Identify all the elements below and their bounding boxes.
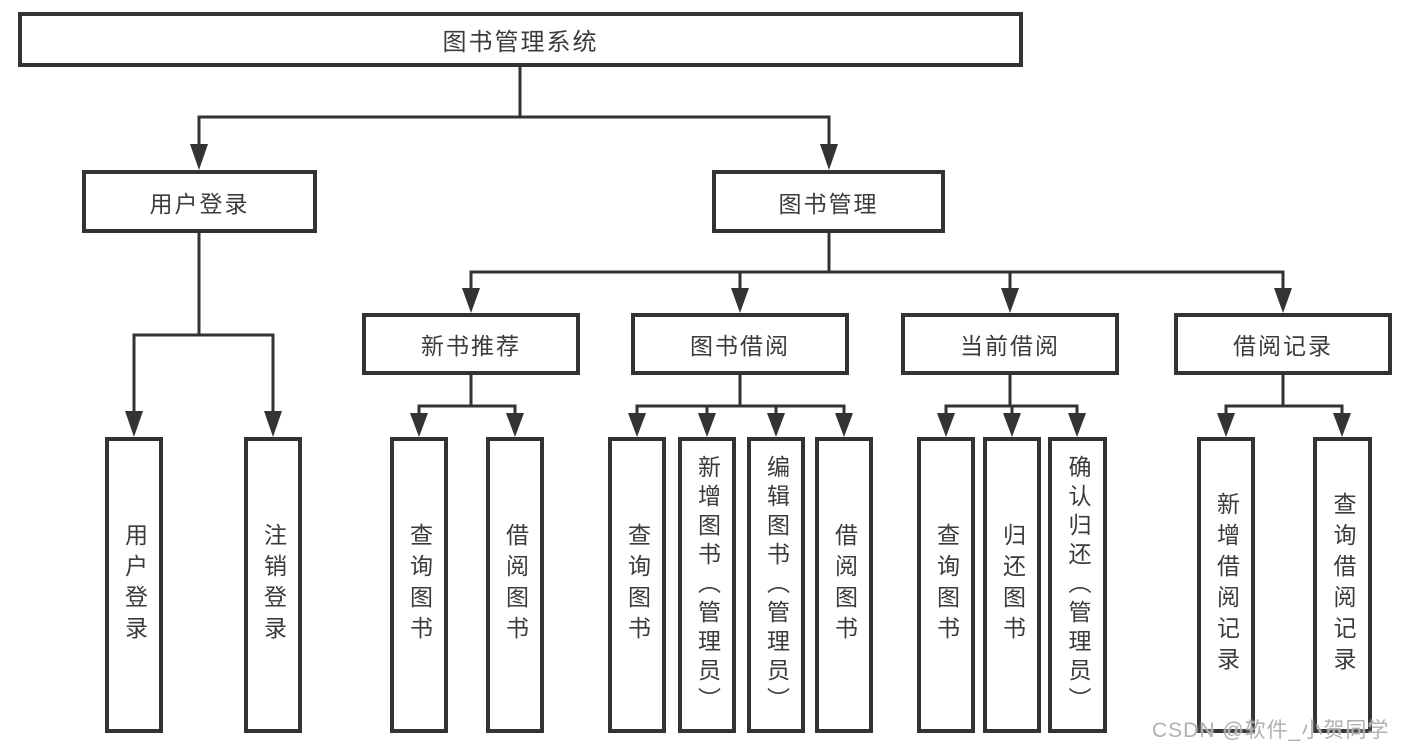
node-user-login-label: 用户登录 [149, 190, 250, 217]
node-root-label: 图书管理系统 [442, 29, 599, 56]
leaf-logout-label: 注销登录 [260, 523, 287, 647]
leaf-borrow-borrow-books-label: 借阅图书 [831, 523, 858, 647]
leaf-user-login-label: 用户登录 [121, 523, 148, 647]
leaf-borrow-query-books: 查询图书 [608, 437, 666, 733]
node-current-borrow-label: 当前借阅 [960, 333, 1060, 359]
leaf-current-return-books-label: 归还图书 [999, 523, 1026, 647]
node-book-borrow-label: 图书借阅 [690, 333, 790, 359]
leaf-recommend-borrow-books-label: 借阅图书 [502, 523, 529, 647]
leaf-recommend-query-books-label: 查询图书 [406, 523, 433, 647]
leaf-records-add-record-label: 新增借阅记录 [1213, 492, 1240, 678]
node-user-login: 用户登录 [82, 170, 317, 233]
node-root: 图书管理系统 [18, 12, 1023, 67]
leaf-current-return-books: 归还图书 [983, 437, 1041, 733]
node-book-borrow: 图书借阅 [631, 313, 849, 375]
leaf-current-confirm-return-admin-label: 确认归还（管理员） [1065, 454, 1091, 716]
leaf-borrow-query-books-label: 查询图书 [624, 523, 651, 647]
leaf-current-query-books-label: 查询图书 [933, 523, 960, 647]
leaf-borrow-edit-books-admin-label: 编辑图书（管理员） [763, 454, 790, 716]
node-new-book-recommend: 新书推荐 [362, 313, 580, 375]
leaf-recommend-query-books: 查询图书 [390, 437, 448, 733]
node-book-management: 图书管理 [712, 170, 945, 233]
connector-paths [132, 67, 1344, 416]
leaf-borrow-edit-books-admin: 编辑图书（管理员） [747, 437, 805, 733]
node-borrow-records: 借阅记录 [1174, 313, 1392, 375]
node-new-book-recommend-label: 新书推荐 [421, 333, 521, 359]
leaf-current-query-books: 查询图书 [917, 437, 975, 733]
leaf-borrow-borrow-books: 借阅图书 [815, 437, 873, 733]
leaf-records-add-record: 新增借阅记录 [1197, 437, 1255, 733]
leaf-borrow-add-books-admin-label: 新增图书（管理员） [694, 454, 721, 716]
leaf-logout: 注销登录 [244, 437, 302, 733]
leaf-user-login: 用户登录 [105, 437, 163, 733]
node-book-management-label: 图书管理 [778, 190, 879, 217]
leaf-recommend-borrow-books: 借阅图书 [486, 437, 544, 733]
node-current-borrow: 当前借阅 [901, 313, 1119, 375]
arrowheads [125, 144, 1351, 437]
leaf-current-confirm-return-admin: 确认归还（管理员） [1048, 437, 1107, 733]
leaf-records-query-record-label: 查询借阅记录 [1330, 492, 1356, 678]
node-borrow-records-label: 借阅记录 [1233, 333, 1333, 359]
csdn-watermark: CSDN @软件_小贺同学 [1152, 719, 1390, 742]
leaf-borrow-add-books-admin: 新增图书（管理员） [678, 437, 736, 733]
leaf-records-query-record: 查询借阅记录 [1313, 437, 1372, 733]
